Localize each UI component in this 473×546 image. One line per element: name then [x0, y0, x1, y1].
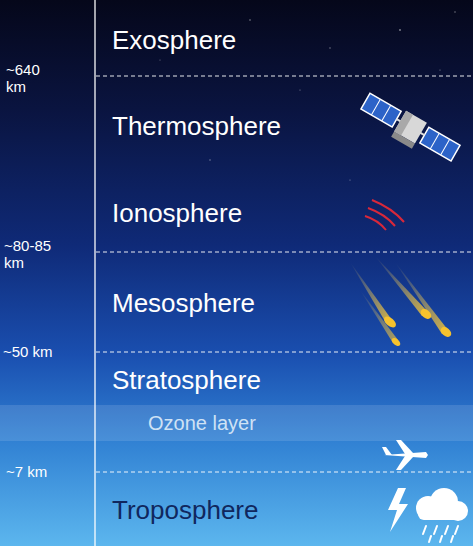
altitude-axis [94, 0, 96, 546]
lightning-icon [388, 488, 408, 532]
stratosphere-band: StratosphereOzone layer [0, 352, 473, 472]
radio-waves [365, 200, 404, 230]
altitude-label: ~80-85 km [4, 237, 64, 272]
sublayer-name: Ionosphere [112, 198, 242, 229]
storm-cloud-icon [416, 488, 468, 521]
altitude-label: ~50 km [3, 343, 91, 360]
layer-name: Stratosphere [112, 365, 261, 396]
thermosphere-band: ThermosphereIonosphere [0, 76, 473, 252]
meteors [350, 256, 453, 348]
troposphere-band: Troposphere [0, 472, 473, 546]
rain-drops [423, 526, 458, 542]
layer-name: Ozone layer [148, 412, 256, 435]
ozone-layer-band: Ozone layer [0, 405, 473, 441]
exosphere-band: Exosphere [0, 0, 473, 76]
ozone-band [0, 405, 473, 441]
altitude-label: ~640 km [6, 61, 48, 96]
layer-name: Troposphere [112, 495, 258, 526]
altitude-label: ~7 km [6, 463, 94, 480]
mesosphere-band: Mesosphere [0, 252, 473, 352]
airplane-icon [382, 440, 428, 470]
layer-name: Thermosphere [112, 111, 281, 142]
satellite-icon [356, 91, 461, 169]
layer-boundaries [96, 76, 473, 472]
layer-name: Mesosphere [112, 288, 255, 319]
layer-name: Exosphere [112, 25, 236, 56]
